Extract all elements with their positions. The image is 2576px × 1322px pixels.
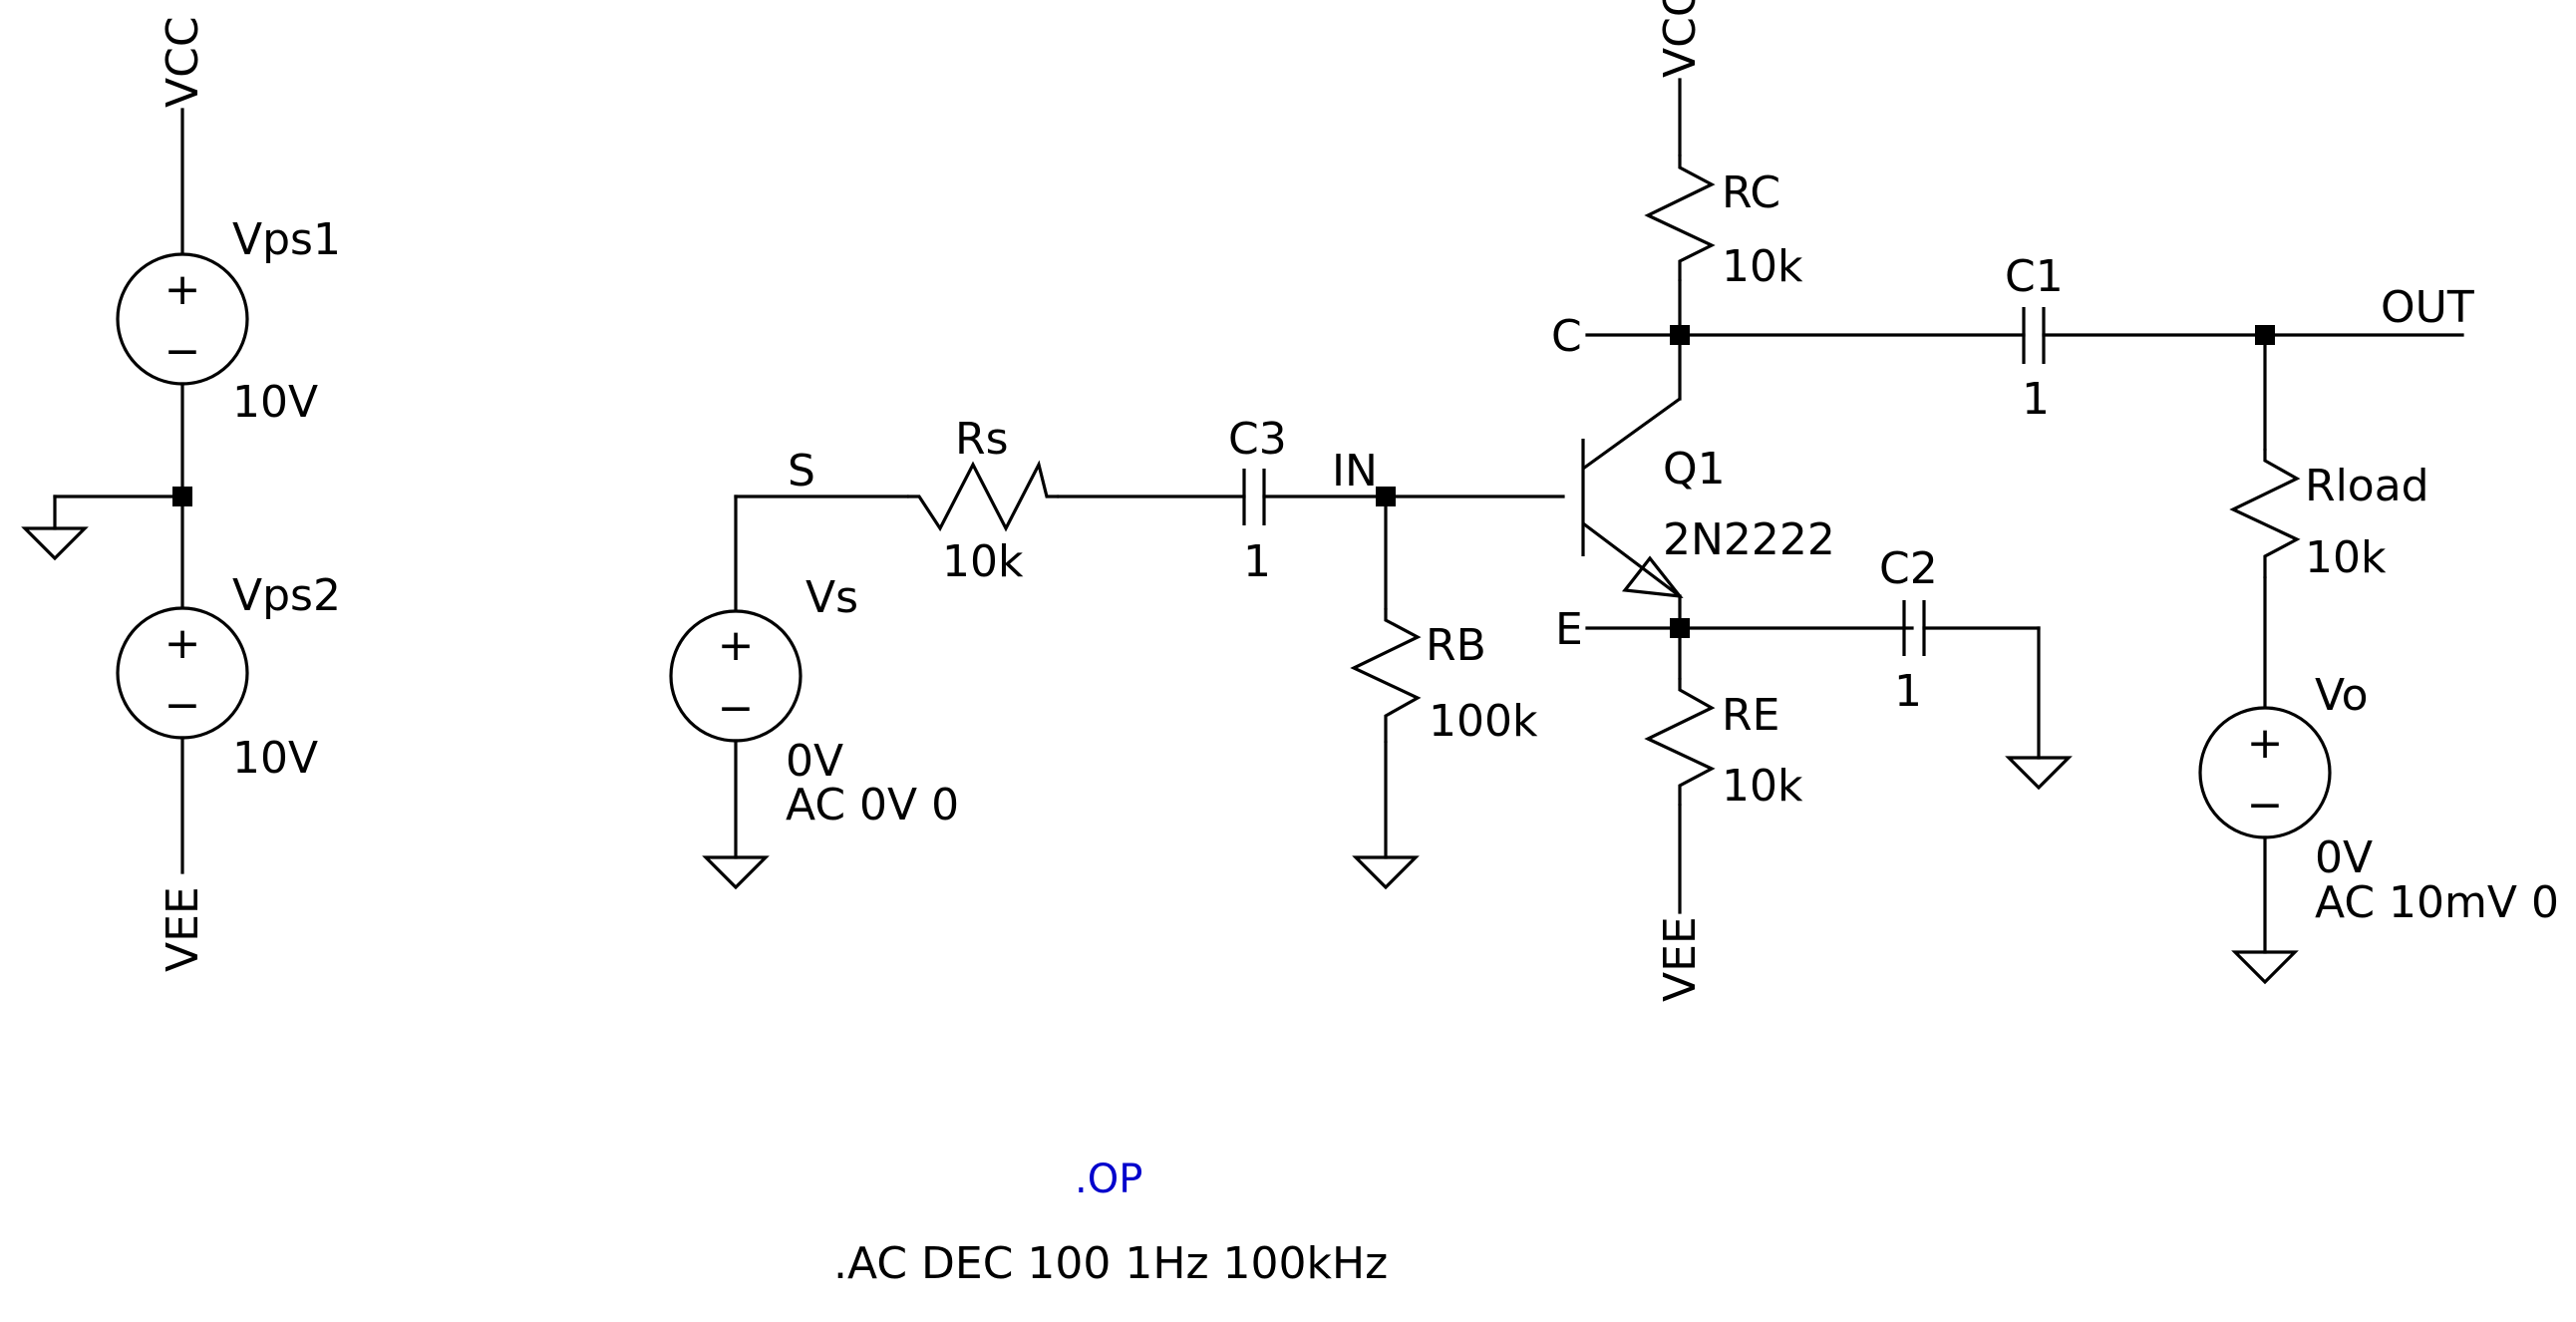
vps1-value: 10V <box>232 377 318 428</box>
vs-source[interactable]: + − <box>669 609 803 743</box>
rb-name: RB <box>1426 620 1486 671</box>
amplifier-stage: VCC VEE RC 10k C Q1 2N2222 E RE 10k C2 1 <box>1551 0 2073 1002</box>
directive-op[interactable]: .OP <box>1075 1157 1142 1202</box>
rb-resistor[interactable] <box>1350 608 1422 743</box>
q1-transistor[interactable] <box>1581 397 1684 599</box>
vo-name: Vo <box>2315 670 2369 721</box>
junction-e <box>1670 618 1690 638</box>
net-label-vcc-q1: VCC <box>1655 0 1706 78</box>
vs-plus-sign: + <box>718 620 755 671</box>
vps2-name: Vps2 <box>232 570 341 621</box>
vo-plus-sign: + <box>2247 718 2284 769</box>
vo-ac-spec: AC 10mV 0 <box>2315 877 2559 928</box>
net-label-e: E <box>1555 604 1583 655</box>
directive-ac[interactable]: .AC DEC 100 1Hz 100kHz <box>833 1238 1388 1289</box>
rs-value: 10k <box>942 536 1024 587</box>
rload-resistor[interactable] <box>2229 449 2301 578</box>
rc-name: RC <box>1722 167 1780 218</box>
net-label-s: S <box>788 446 815 496</box>
net-label-in: IN <box>1332 446 1378 496</box>
vps1-minus-sign: − <box>164 326 201 377</box>
ground-symbol-vo <box>2231 950 2299 985</box>
rs-name: Rs <box>955 414 1009 465</box>
ground-symbol-rb <box>1352 855 1420 890</box>
vs-minus-sign: − <box>718 683 755 734</box>
re-resistor[interactable] <box>1644 678 1716 806</box>
vo-minus-sign: − <box>2247 780 2284 830</box>
vps2-value: 10V <box>232 733 318 784</box>
ground-symbol-supply <box>21 526 89 561</box>
c2-value: 1 <box>1894 666 1922 717</box>
re-name: RE <box>1722 690 1779 741</box>
c1-name: C1 <box>2005 251 2064 302</box>
c3-value: 1 <box>1243 536 1271 587</box>
rs-resistor[interactable] <box>907 460 1059 532</box>
net-label-c: C <box>1551 311 1582 362</box>
supply-section: + − + − VCC VEE Vps1 10V Vps2 10V <box>21 16 341 972</box>
vs-name: Vs <box>805 572 858 623</box>
net-label-vee-left: VEE <box>158 886 208 972</box>
vps2-plus-sign: + <box>164 618 201 669</box>
output-section: + − C1 1 OUT Rload 10k Vo 0V AC 10mV 0 <box>1678 251 2559 985</box>
rb-value: 100k <box>1429 696 1538 747</box>
vs-ac-spec: AC 0V 0 <box>786 780 959 830</box>
net-label-vee-q1: VEE <box>1655 916 1706 1002</box>
vo-source[interactable]: + − <box>2198 706 2332 839</box>
vps1-name: Vps1 <box>232 214 341 265</box>
c3-capacitor[interactable] <box>1242 469 1266 525</box>
re-value: 10k <box>1722 761 1803 812</box>
c1-value: 1 <box>2022 374 2050 425</box>
net-label-vcc-left: VCC <box>158 16 208 108</box>
vps2-source[interactable]: + − <box>116 606 249 740</box>
q1-name: Q1 <box>1663 444 1726 495</box>
vo-value: 0V <box>2315 832 2373 883</box>
ground-symbol-c2 <box>2005 756 2073 791</box>
vps2-minus-sign: − <box>164 680 201 731</box>
rc-resistor[interactable] <box>1644 155 1716 281</box>
junction-supply-mid <box>172 487 192 506</box>
net-label-out: OUT <box>2381 282 2474 333</box>
vps1-source[interactable]: + − <box>116 252 249 386</box>
vs-value: 0V <box>786 736 843 787</box>
vps1-plus-sign: + <box>164 264 201 315</box>
c1-capacitor[interactable] <box>2022 307 2046 364</box>
rload-value: 10k <box>2305 532 2387 583</box>
ground-symbol-vs <box>702 855 770 890</box>
rc-value: 10k <box>1722 241 1803 292</box>
c3-name: C3 <box>1228 414 1287 465</box>
c2-name: C2 <box>1879 543 1938 594</box>
q1-model: 2N2222 <box>1663 514 1835 565</box>
rload-name: Rload <box>2305 461 2429 511</box>
input-section: + − S Vs 0V AC 0V 0 Rs 10k C3 1 IN RB 10… <box>669 414 1565 890</box>
